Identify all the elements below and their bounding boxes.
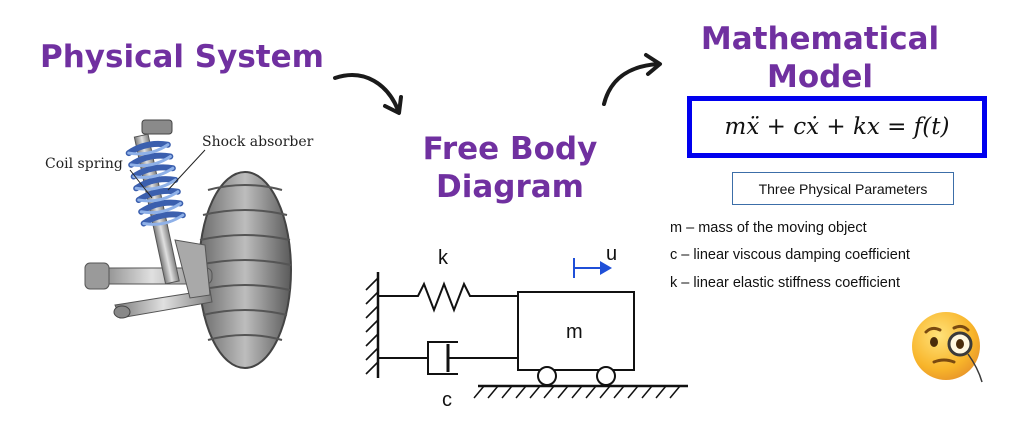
displacement-arrow (573, 258, 612, 278)
wheel (596, 366, 616, 386)
suspension-illustration: Coil spring Shock absorber (45, 119, 314, 369)
coil-spring-label: Coil spring (45, 156, 123, 172)
control-arm (84, 262, 213, 319)
coil-spring (125, 140, 186, 227)
params-box-label: Three Physical Parameters (758, 180, 928, 197)
mass-block (517, 291, 635, 371)
ground (473, 384, 688, 399)
params-box: Three Physical Parameters (732, 172, 954, 205)
shock-absorber-leader (167, 149, 206, 191)
displacement-label-u: u (606, 243, 617, 265)
spring-label-k: k (438, 247, 449, 269)
equation-text: mẍ + cẋ + kx = f(t) (724, 114, 950, 140)
mass-label-m: m (566, 321, 583, 343)
shock-absorber-label: Shock absorber (202, 134, 314, 150)
spring-k (378, 281, 518, 313)
equation-box: mẍ + cẋ + kx = f(t) (687, 96, 987, 158)
monocle-face-emoji (912, 312, 983, 383)
damper-label-c: c (442, 389, 452, 410)
mathematical-model-heading: Mathematical Model (700, 21, 940, 95)
param-mass: m – mass of the moving object (670, 220, 867, 236)
param-damping: c – linear viscous damping coefficient (670, 247, 910, 263)
curved-arrow-icon (602, 53, 662, 106)
param-stiffness: k – linear elastic stiffness coefficient (670, 275, 900, 291)
damper-c (378, 341, 518, 375)
curved-arrow-icon (333, 73, 403, 115)
physical-system-heading: Physical System (40, 39, 324, 75)
steering-knuckle (174, 239, 211, 299)
tire (198, 171, 292, 369)
wheel (537, 366, 557, 386)
free-body-diagram-heading: Free Body Diagram (422, 131, 598, 205)
coil-spring-leader (129, 169, 153, 199)
free-body-diagram: k c m u (365, 243, 688, 410)
fixed-wall (365, 272, 380, 378)
